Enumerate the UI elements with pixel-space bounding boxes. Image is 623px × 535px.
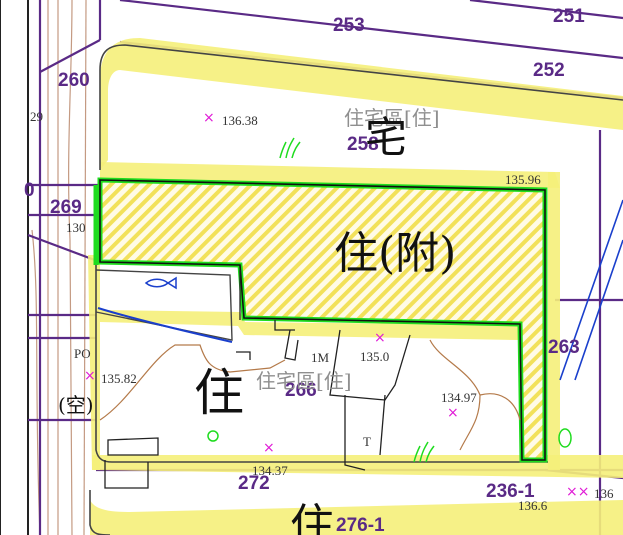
fish-symbol-icon	[144, 276, 177, 290]
zone-label-residential-big-top: 宅	[365, 113, 407, 162]
zone-label-residential-attached[interactable]: 住(附)	[334, 228, 456, 279]
zone-label-residential-top: 住宅區[住]	[344, 106, 440, 130]
zone-label-open-space: (空)	[58, 393, 94, 417]
elevation-135-82: 135.82	[101, 371, 137, 386]
parcel-236-1: 236-1	[486, 481, 535, 502]
elevation-29: 29	[30, 109, 43, 124]
contour-lines-left	[31, 0, 87, 535]
elevation-mark: ×	[263, 440, 275, 456]
zone-label-residential-bottom: 住	[290, 500, 334, 535]
zone-label-po: PO	[74, 346, 91, 361]
elevation-135-96: 135.96	[505, 172, 541, 187]
block-outline-top	[99, 44, 623, 170]
parcel-251: 251	[553, 6, 585, 27]
road-buffer-right	[548, 172, 560, 470]
road-buffer-bottom	[92, 455, 623, 478]
zone-label-t: T	[363, 434, 371, 449]
building-outlines	[104, 270, 411, 489]
parcel-263: 263	[548, 337, 580, 358]
parcel-fragment: 0	[24, 180, 35, 201]
road-buffer-left	[88, 255, 100, 470]
parcel-276-1: 276-1	[336, 515, 385, 535]
elevation-mark: ×	[447, 405, 459, 421]
elevation-mark: ×	[84, 368, 96, 384]
hatched-parcel[interactable]	[100, 180, 545, 460]
highlight-boundary-inner	[99, 179, 546, 461]
elevation-136-38: 136.38	[222, 113, 258, 128]
elevation-136-bottom: 136.6	[518, 498, 548, 513]
zone-label-residential-mid: 住宅區[住]	[256, 369, 352, 393]
tree-symbol-icon	[558, 428, 572, 448]
grass-symbol-icon	[279, 137, 435, 463]
elevation-mark: ×	[203, 110, 215, 126]
tree-symbol-icon	[207, 430, 219, 442]
parcel-272: 272	[238, 473, 270, 494]
zone-label-residential: 住	[194, 364, 244, 422]
parcel-252: 252	[533, 60, 565, 81]
parcel-253: 253	[333, 15, 365, 36]
zone-label-1m: 1M	[311, 350, 330, 365]
elevation-mark: ××	[566, 484, 589, 500]
elevation-mark: ×	[374, 330, 386, 346]
elevation-130: 130	[66, 220, 86, 235]
elevation-135-0: 135.0	[360, 349, 389, 364]
parcel-260: 260	[58, 70, 90, 91]
road-buffer-top	[100, 38, 623, 170]
road-buffer-lower	[90, 500, 623, 535]
road-buffer-inner	[100, 310, 520, 340]
contour-lines-inner	[99, 339, 521, 451]
elevation-134-3: 134.37	[252, 463, 288, 478]
road-lines-right	[559, 199, 623, 381]
water-line	[97, 307, 233, 343]
parcel-266: 266	[285, 380, 317, 401]
elevation-136-right: 136	[594, 486, 614, 501]
elevation-134-97: 134.97	[441, 390, 477, 405]
block-outline-main	[95, 260, 548, 463]
parcel-269: 269	[50, 197, 82, 218]
parcel-258: 258	[347, 134, 379, 155]
